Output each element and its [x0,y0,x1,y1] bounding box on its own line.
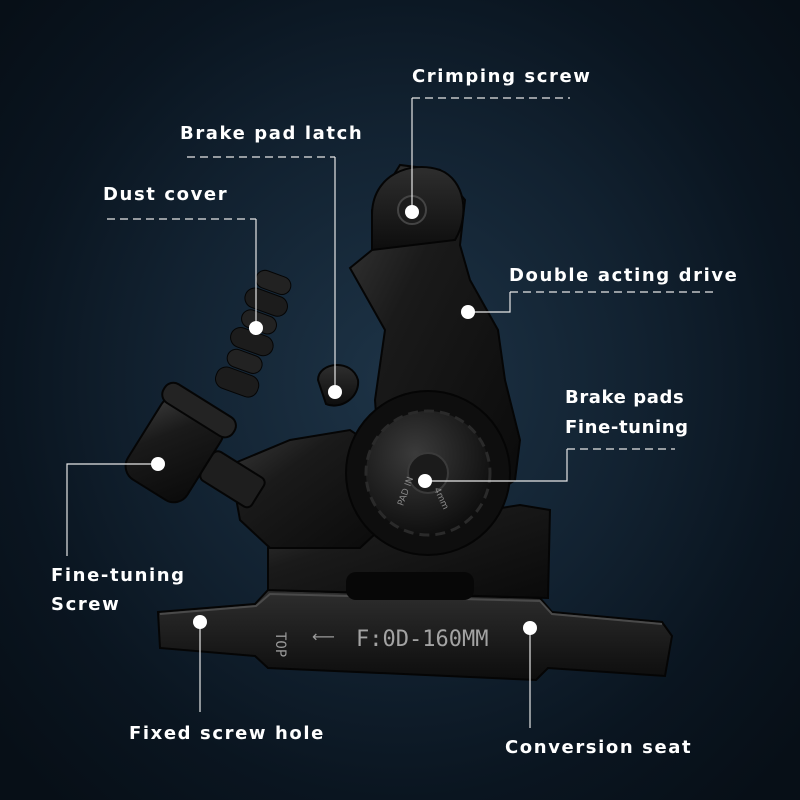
dot-fixed-screw-hole [193,615,207,629]
dot-crimping-screw [405,205,419,219]
label-brake-pads-fine-tuning: Fine-tuning [565,417,689,438]
label-conversion-seat: Conversion seat [505,737,693,758]
fine-tuning-knob-collar [161,381,237,439]
callout-dots [151,205,537,635]
base-slot [346,572,474,600]
dot-brake-pads [418,474,432,488]
dial-center [407,452,449,494]
label-crimping-screw: Crimping screw [412,66,592,87]
fine-tuning-shaft [199,450,266,509]
callout-lines [66,97,715,728]
callout-line-pads [425,449,568,482]
callout-line-fine-tuning [66,463,158,556]
latch-boss [316,364,360,407]
engraving-model: F:0D-160MM [356,627,488,652]
label-fine-tuning-screw: Screw [51,594,121,615]
label-brake-pads: Brake pads [565,387,685,408]
callout-line-drive [468,292,511,313]
fine-tuning-screw-assembly [124,381,266,509]
brake-caliper: TOP ⟵ F:0D-160MM PAD IN 4mm [124,163,674,682]
engraving-top: TOP [272,632,288,657]
label-double-acting-drive: Double acting drive [509,265,739,286]
label-fine-tuning: Fine-tuning [51,565,186,586]
dot-brake-pad-latch [328,385,342,399]
dot-fine-tuning-screw [151,457,165,471]
dot-double-acting-drive [461,305,475,319]
dot-dust-cover [249,321,263,335]
dot-conversion-seat [523,621,537,635]
label-brake-pad-latch: Brake pad latch [180,123,364,144]
label-dust-cover: Dust cover [103,184,229,205]
label-fixed-screw-hole: Fixed screw hole [129,723,325,744]
engraving-arrow: ⟵ [312,627,335,646]
